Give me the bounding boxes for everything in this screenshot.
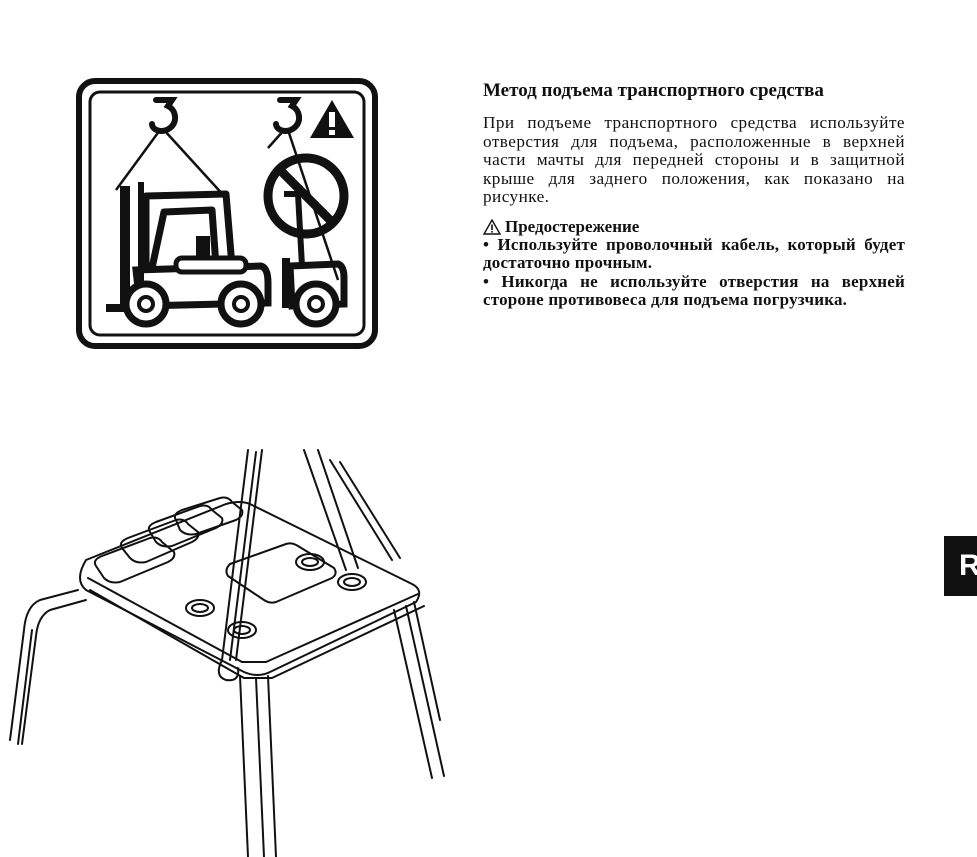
crane-hook-icon <box>149 97 178 134</box>
lifting-pictogram <box>76 78 378 349</box>
section-heading: Метод подъема транспортного средства <box>483 80 824 101</box>
warning-triangle-icon <box>483 218 501 235</box>
forklift-icon <box>106 182 272 328</box>
overhead-guard-lifting-drawing <box>9 449 445 857</box>
caution-item: • Никогда не используйте отверстия на ве… <box>483 271 905 309</box>
text-column: Метод подъема транспортного средства При… <box>483 80 905 310</box>
caution-title: Предостережение <box>505 216 640 236</box>
caution-heading: Предостережение <box>483 216 905 236</box>
warning-triangle-icon <box>310 100 354 138</box>
section-body: При подъеме транспортного средства испол… <box>483 113 905 206</box>
prohibition-icon <box>263 153 349 239</box>
crane-hook-icon <box>273 97 302 134</box>
caution-item: • Используйте проволочный кабель, которы… <box>483 234 905 272</box>
section-side-tab: R <box>944 536 977 596</box>
forklift-rear-icon <box>282 191 348 328</box>
